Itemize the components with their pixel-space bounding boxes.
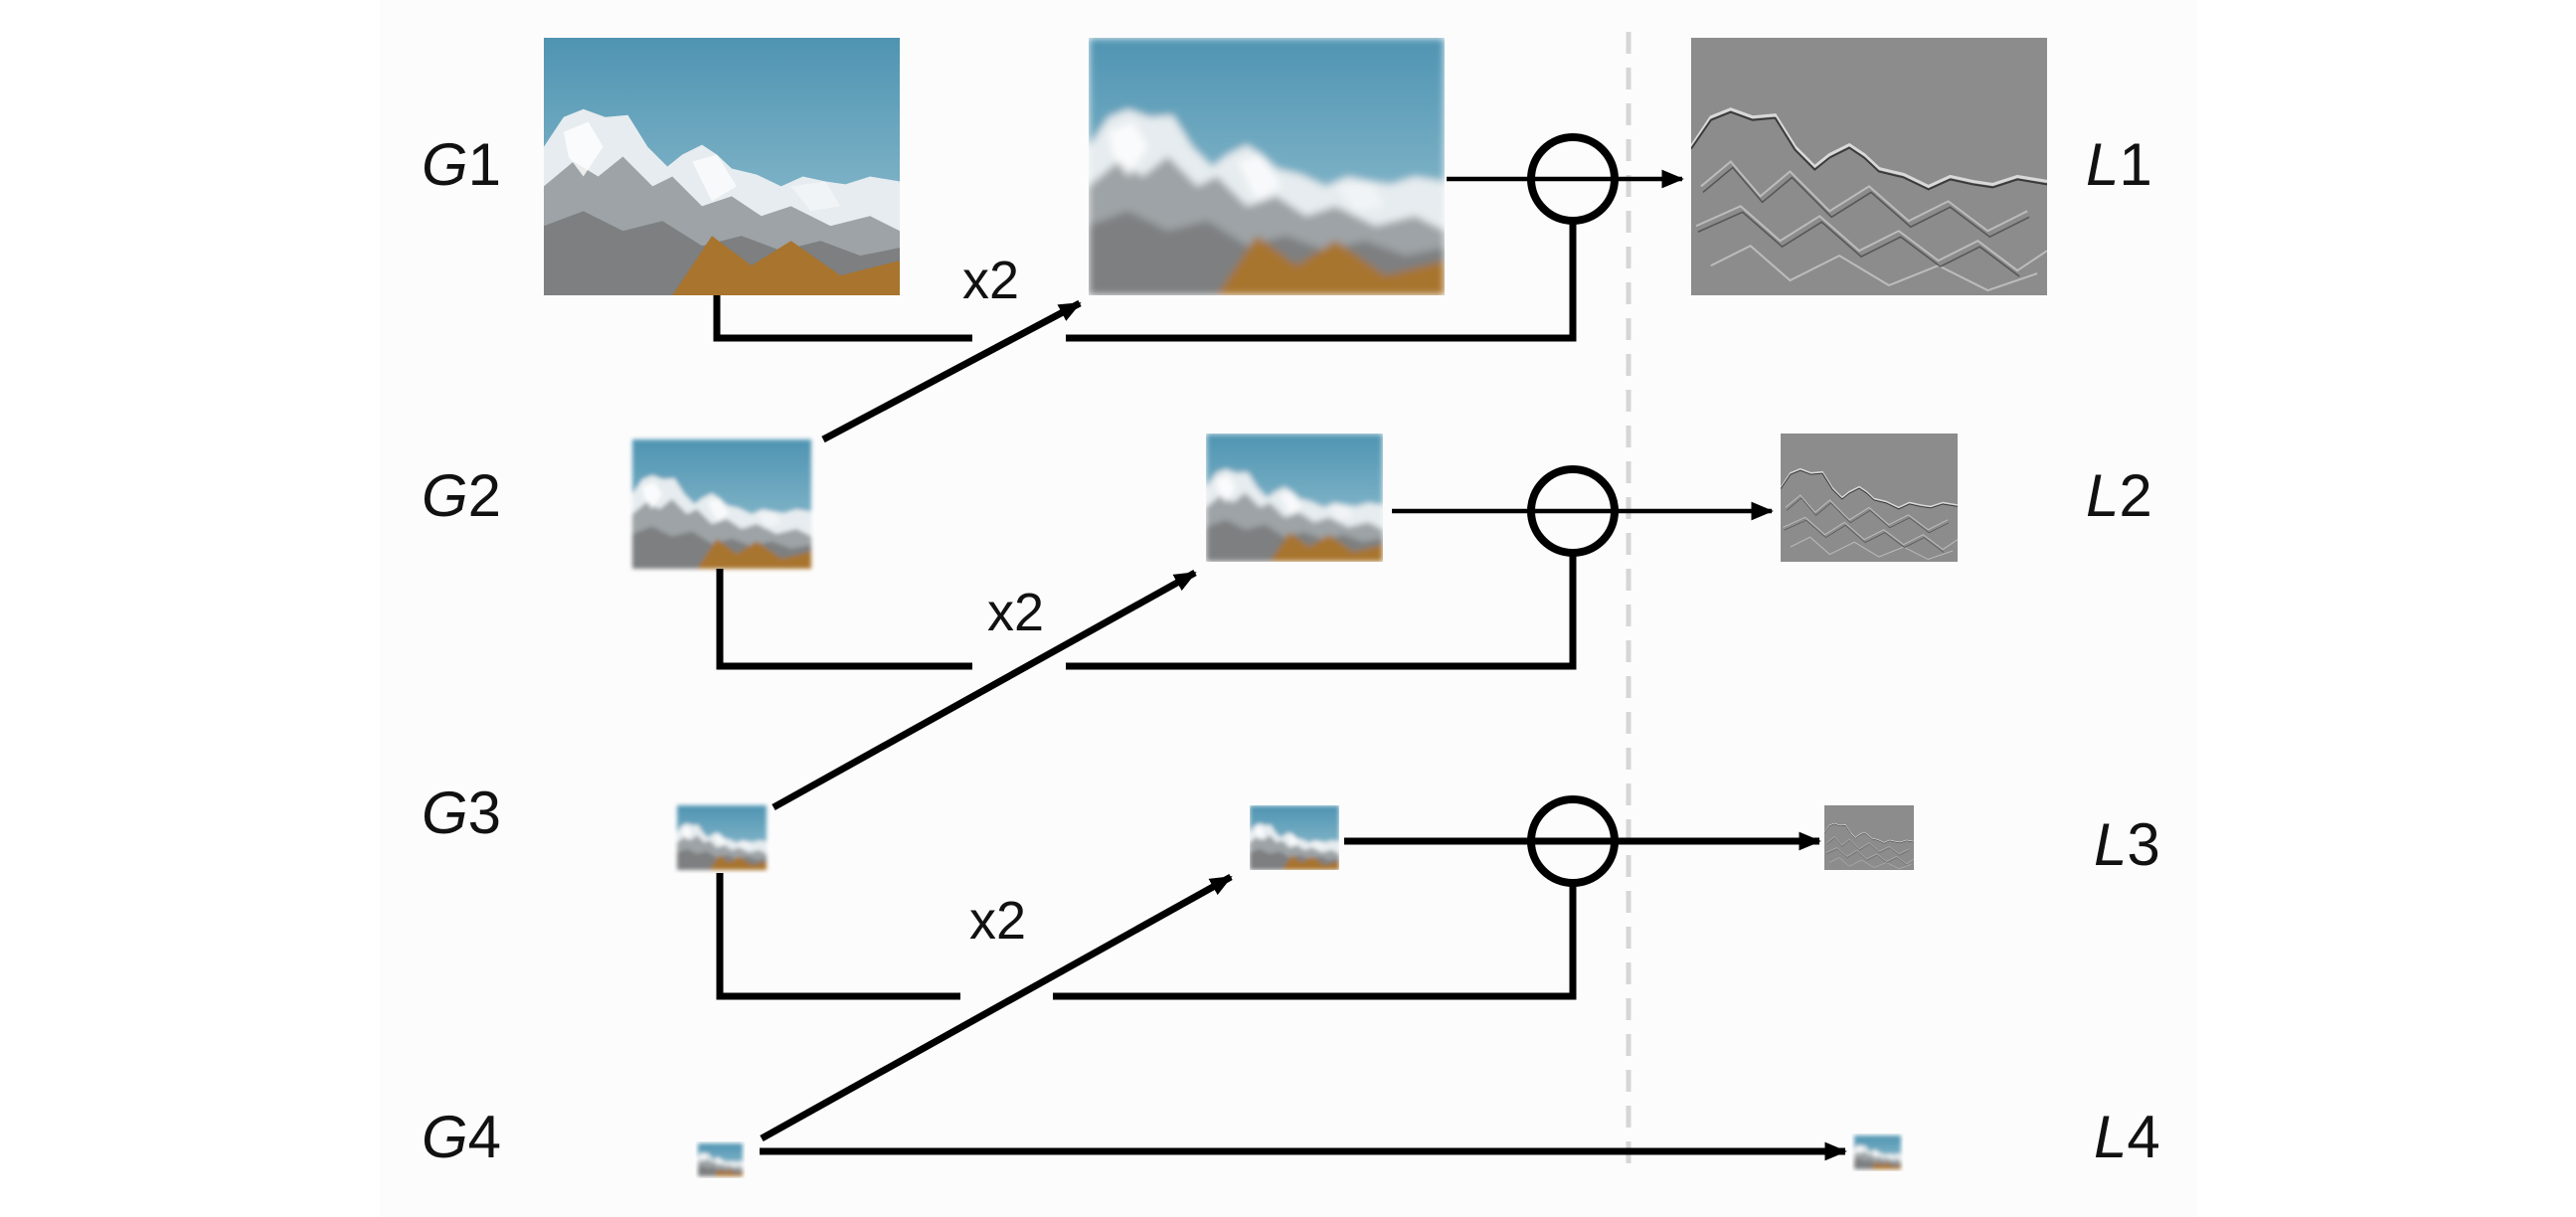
- g2-label: G2: [422, 462, 501, 529]
- g2-image: [632, 439, 811, 569]
- g3-image: [677, 805, 767, 870]
- l2-image: [1781, 434, 1958, 562]
- g1-subtract-line: [1066, 221, 1577, 342]
- g4-label: G4: [422, 1104, 501, 1170]
- l3-image: [1824, 805, 1914, 870]
- upsample-arrow-3: [760, 873, 1233, 1142]
- upsample-arrow-1: [821, 299, 1082, 443]
- upsample-arrow-2: [772, 569, 1197, 811]
- g3-subtract-line: [1053, 885, 1577, 1000]
- g1-label: G1: [422, 131, 501, 198]
- g4-image: [698, 1143, 743, 1176]
- g1-image: [544, 38, 900, 295]
- l1-image: [1691, 38, 2047, 295]
- g1-feed-line: [713, 295, 972, 342]
- g2-upsampled-image: [1206, 434, 1383, 562]
- l3-label: L3: [2094, 811, 2160, 878]
- l4-label: L4: [2094, 1104, 2160, 1170]
- l4-image: [1854, 1135, 1901, 1169]
- upsample-label-3: x2: [969, 891, 1026, 951]
- upsample-label-2: x2: [987, 583, 1044, 642]
- g2-feed-line: [716, 569, 972, 670]
- l1-label: L1: [2086, 131, 2152, 198]
- g3-label: G3: [422, 780, 501, 846]
- g1-upsampled-image: [1089, 38, 1445, 295]
- upsample-label-1: x2: [962, 251, 1019, 310]
- l2-label: L2: [2086, 462, 2152, 529]
- g2-subtract-line: [1066, 554, 1577, 670]
- g3-feed-line: [716, 873, 960, 1000]
- g3-upsampled-image: [1250, 805, 1339, 870]
